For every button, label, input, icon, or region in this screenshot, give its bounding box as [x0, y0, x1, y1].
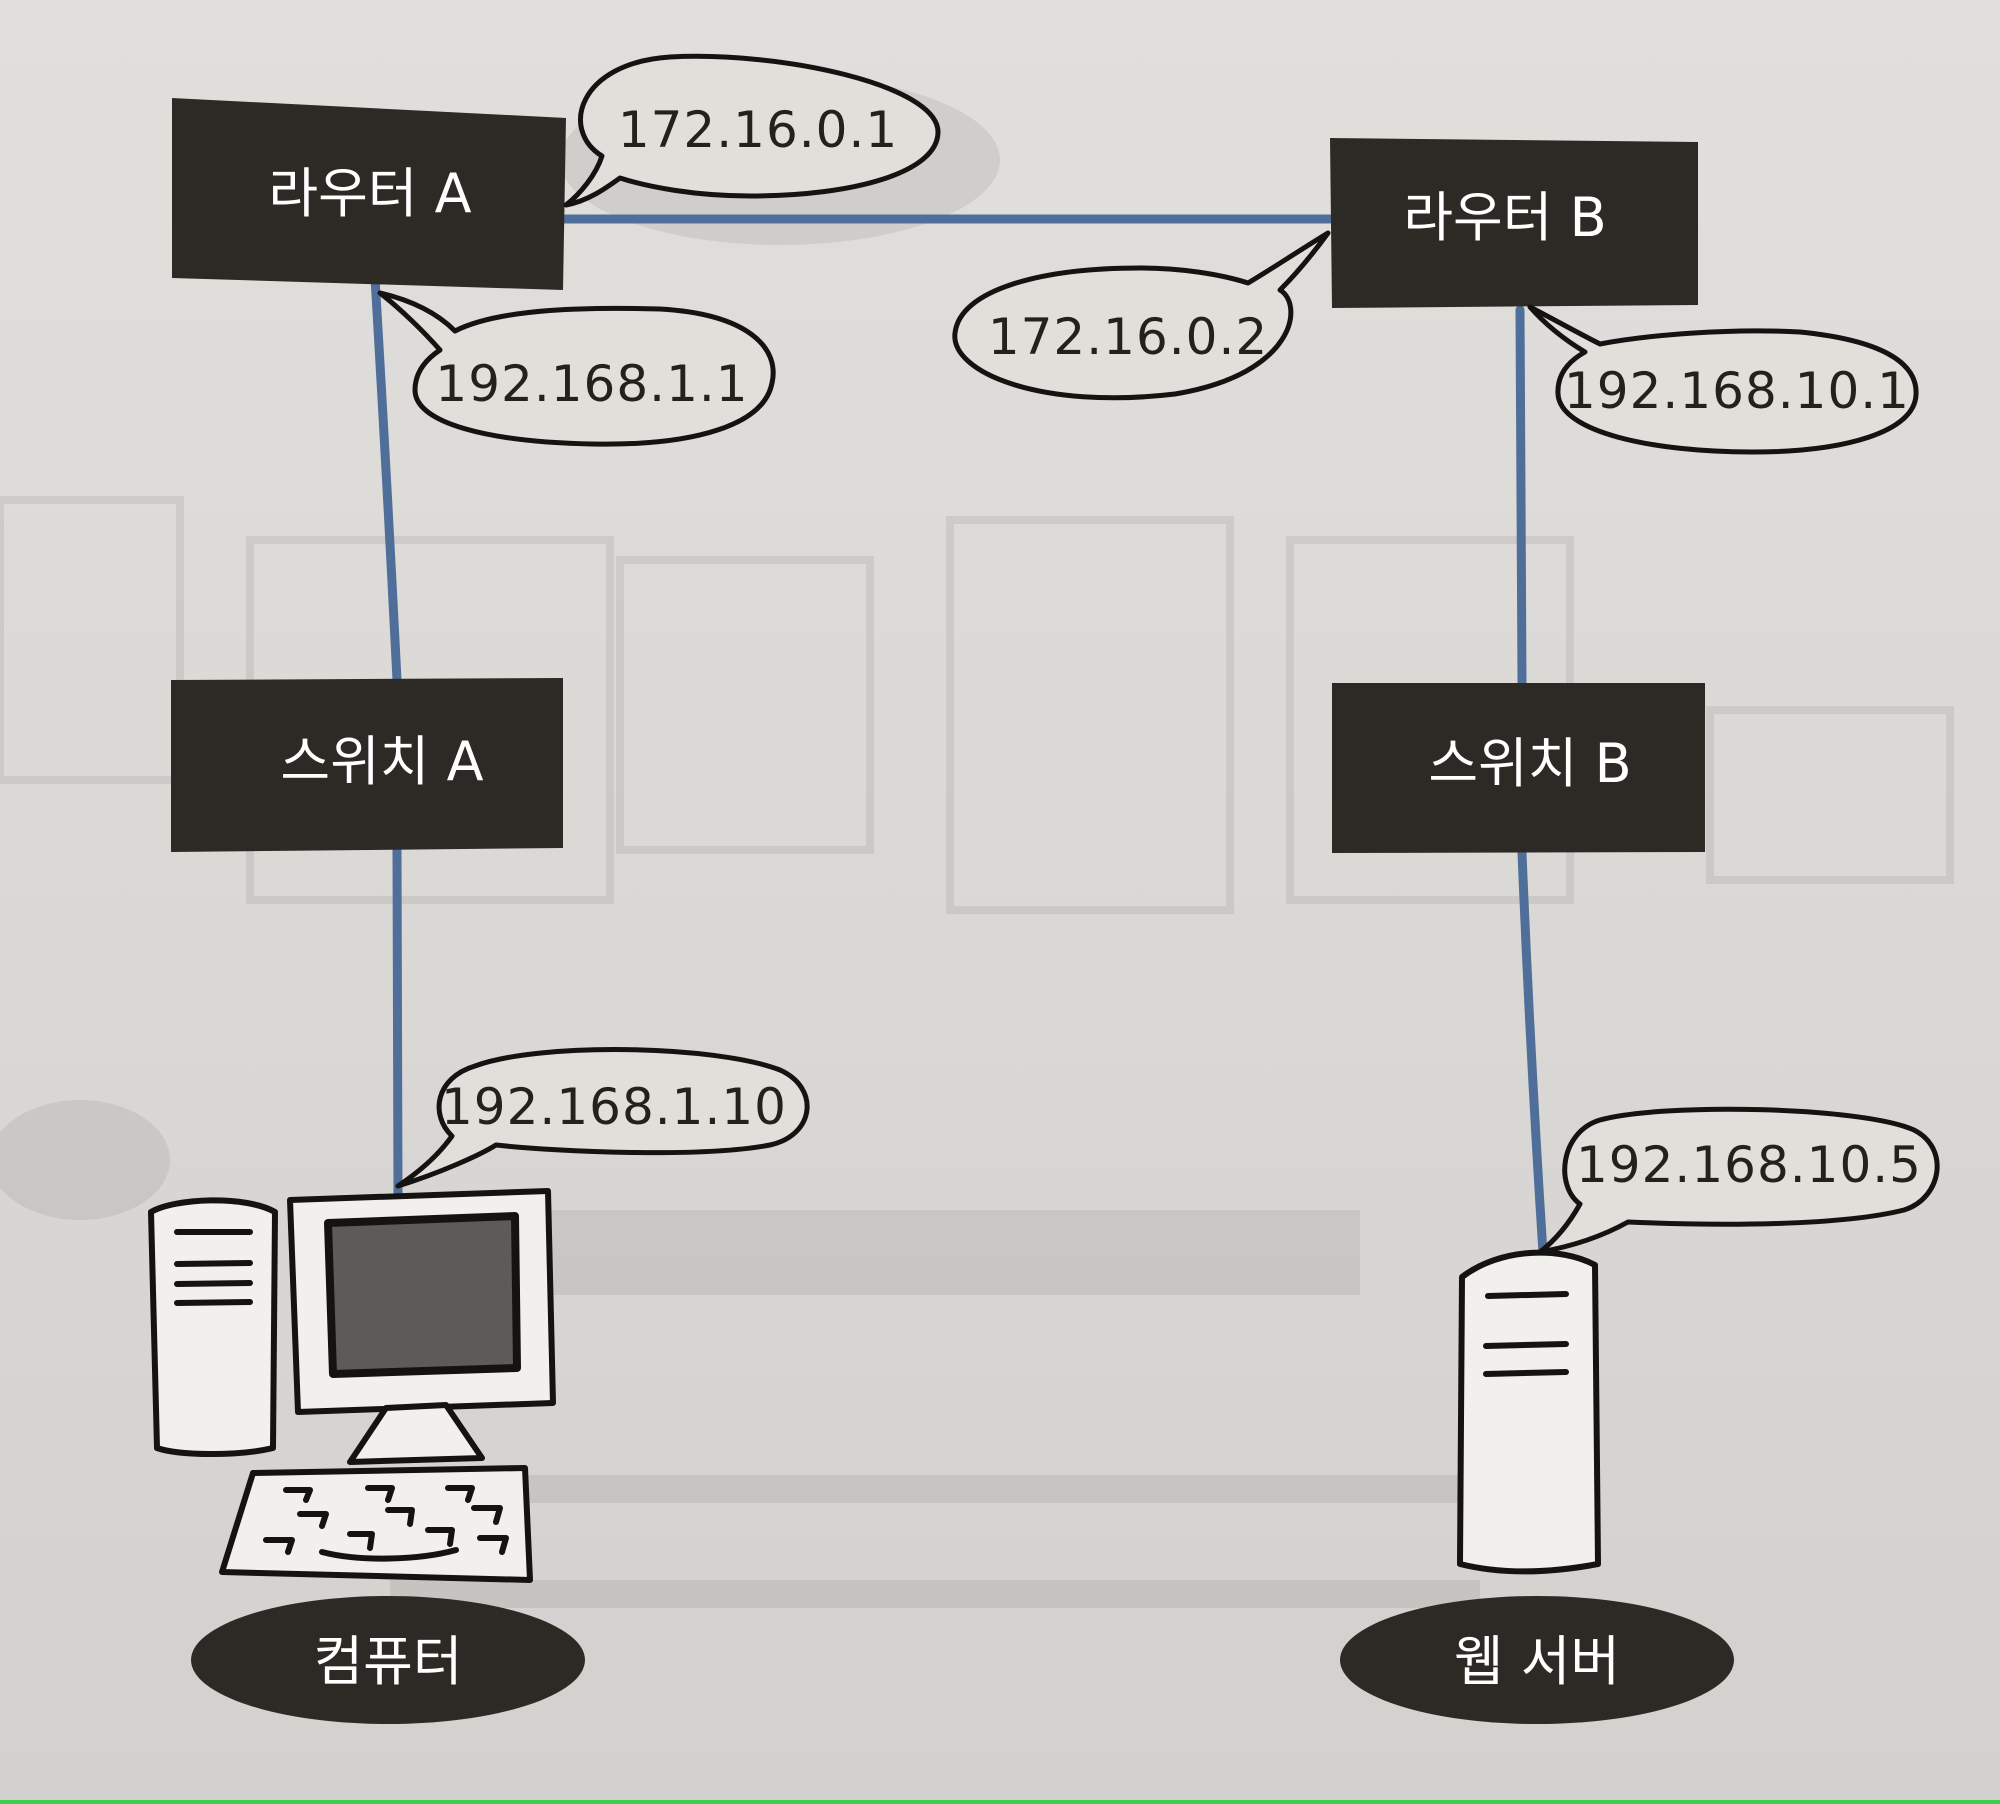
- web-server-label-pill: [1340, 1596, 1734, 1724]
- server-icon: [1457, 1249, 1601, 1575]
- router-b-wan-ip: 172.16.0.2: [988, 308, 1268, 366]
- router-a-wan-ip-callout: [563, 53, 941, 208]
- network-links: [370, 214, 1548, 1258]
- switch-a-label: 스위치 A: [280, 730, 483, 793]
- router-a-wan-ip-bubble: 172.16.0.1: [563, 53, 941, 208]
- bottom-green-edge: [0, 1800, 2000, 1804]
- router-b-label: 라우터 B: [1403, 186, 1606, 249]
- computer-label-pill: [191, 1596, 585, 1724]
- switch-b-box: [1332, 683, 1705, 853]
- computer-ip: 192.168.1.10: [441, 1078, 787, 1136]
- web-server-label: 웹 서버: [1454, 1630, 1620, 1693]
- switch-a-box: [171, 678, 563, 852]
- computer-ip-bubble: 192.168.1.10: [395, 1047, 810, 1189]
- server-ip-bubble: 192.168.10.5: [1537, 1106, 1940, 1255]
- router-a-lan-ip-callout: [377, 290, 776, 447]
- computer-ip-callout: [395, 1047, 810, 1189]
- router-a-box: [172, 98, 566, 290]
- switch-b-label: 스위치 B: [1428, 732, 1631, 795]
- router-b-lan-ip-bubble: 192.168.10.1: [1527, 304, 1919, 455]
- router-b-wan-ip-callout: [952, 230, 1331, 401]
- router-a-lan-ip-bubble: 192.168.1.1: [377, 290, 776, 447]
- router-b-lan-ip: 192.168.10.1: [1564, 362, 1910, 420]
- router-b-switch-b-link: [1515, 305, 1527, 688]
- router-b-box: [1330, 138, 1698, 308]
- server-ip: 192.168.10.5: [1576, 1136, 1922, 1194]
- router-a-switch-a-link: [370, 273, 402, 685]
- switch-a[interactable]: 스위치 A: [171, 678, 563, 852]
- web-server[interactable]: 웹 서버: [1340, 1249, 1734, 1724]
- server-ip-callout: [1537, 1106, 1940, 1255]
- computer[interactable]: 컴퓨터: [148, 1188, 585, 1724]
- router-a[interactable]: 라우터 A: [172, 98, 566, 290]
- router-b-lan-ip-callout: [1527, 304, 1919, 455]
- router-a-lan-ip: 192.168.1.1: [435, 355, 748, 413]
- router-a-wan-ip: 172.16.0.1: [618, 101, 898, 159]
- switch-b-server-link: [1517, 848, 1548, 1258]
- computer-label: 컴퓨터: [313, 1630, 462, 1693]
- router-b-wan-ip-bubble: 172.16.0.2: [952, 230, 1331, 401]
- computer-icon: [148, 1188, 556, 1583]
- switch-b[interactable]: 스위치 B: [1332, 683, 1705, 853]
- switch-a-computer-link: [392, 845, 403, 1198]
- router-b[interactable]: 라우터 B: [1330, 138, 1698, 308]
- router-a-label: 라우터 A: [268, 162, 471, 225]
